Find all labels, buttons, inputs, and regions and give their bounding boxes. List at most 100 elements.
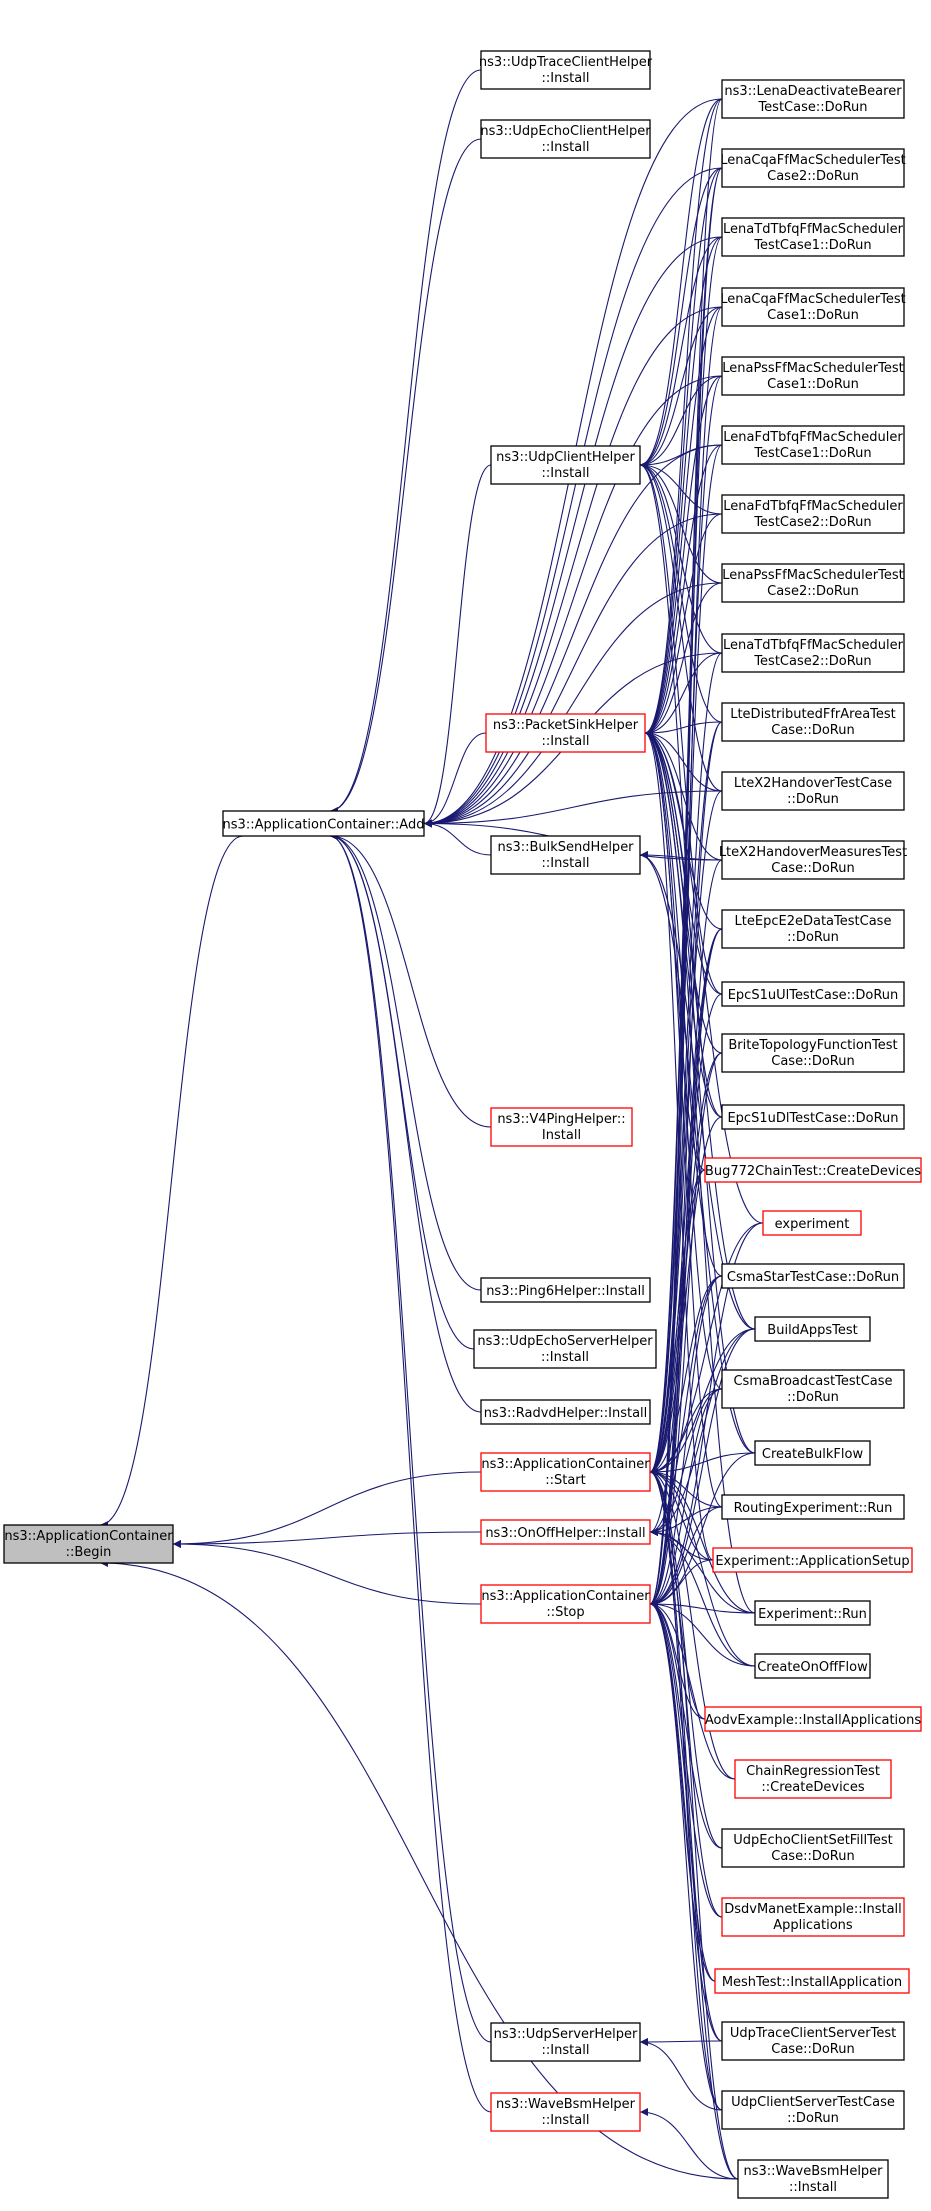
node-box	[721, 1263, 905, 1289]
node-udpserver[interactable]: ns3::UdpServerHelper::Install	[490, 2022, 641, 2062]
node-r_bug772[interactable]: Bug772ChainTest::CreateDevices	[704, 1157, 922, 1183]
edge-r_csmabcast-to-onoff	[649, 1388, 723, 1536]
node-box	[721, 2021, 905, 2061]
edge-wavebsm-to-add	[329, 832, 492, 2113]
edge-r_udpechofill-to-start	[649, 1468, 723, 1849]
node-box	[721, 494, 905, 534]
node-label-line: ns3::RadvdHelper::Install	[484, 1406, 648, 1421]
node-r_exprun[interactable]: Experiment::Run	[754, 1600, 871, 1626]
node-box	[754, 1600, 871, 1626]
node-box	[721, 1897, 905, 1937]
node-box	[480, 1584, 651, 1624]
node-r_createbulk[interactable]: CreateBulkFlow	[754, 1440, 871, 1466]
node-label-line: ::DoRun	[787, 2111, 839, 2126]
node-r_csmastar[interactable]: CsmaStarTestCase::DoRun	[721, 1263, 905, 1289]
node-box	[485, 713, 646, 753]
node-r_routingexp[interactable]: RoutingExperiment::Run	[721, 1494, 905, 1520]
node-start[interactable]: ns3::ApplicationContainer::Start	[480, 1452, 651, 1492]
edge-r_pss1-to-packetsink	[644, 375, 723, 737]
node-r_csmabcast[interactable]: CsmaBroadcastTestCase::DoRun	[721, 1369, 905, 1409]
node-box	[721, 356, 905, 396]
node-label-line: CsmaBroadcastTestCase	[733, 1374, 892, 1389]
node-r_mesh[interactable]: MeshTest::InstallApplication	[714, 1968, 910, 1994]
edge-r_udpcs-to-stop	[649, 1600, 723, 2111]
node-r_dsdv[interactable]: DsdvManetExample::InstallApplications	[721, 1897, 905, 1937]
node-add[interactable]: ns3::ApplicationContainer::Add	[222, 810, 425, 837]
node-r_epcs1ul[interactable]: EpcS1uUlTestCase::DoRun	[721, 981, 905, 1007]
node-label-line: BuildAppsTest	[767, 1323, 857, 1338]
node-udptrace[interactable]: ns3::UdpTraceClientHelper::Install	[479, 50, 653, 90]
node-box	[721, 1104, 905, 1130]
node-label-line: ns3::Ping6Helper::Install	[486, 1284, 645, 1299]
node-label-line: ::Install	[542, 734, 590, 749]
node-v4ping[interactable]: ns3::V4PingHelper::Install	[490, 1107, 633, 1147]
node-r_createonoff[interactable]: CreateOnOffFlow	[754, 1653, 871, 1679]
edge-r_csmastar-to-onoff	[649, 1275, 723, 1536]
edge-r_wavebsm2-to-wavebsm	[639, 2108, 739, 2180]
node-label-line: ns3::ApplicationContainer::Add	[223, 818, 425, 833]
edge-r_ltex2ho-to-add	[423, 790, 723, 828]
edge-udpclient-to-add	[423, 464, 492, 828]
node-label-line: ns3::OnOffHelper::Install	[485, 1526, 645, 1541]
node-onoff[interactable]: ns3::OnOffHelper::Install	[480, 1519, 651, 1545]
node-r_experiment[interactable]: experiment	[762, 1210, 862, 1236]
node-bulksend[interactable]: ns3::BulkSendHelper::Install	[490, 835, 641, 875]
edge-r_createonoff-to-stop	[649, 1600, 756, 1667]
node-udpechoclient[interactable]: ns3::UdpEchoClientHelper::Install	[480, 119, 651, 159]
node-r_expappsetup[interactable]: Experiment::ApplicationSetup	[712, 1547, 913, 1573]
node-radvd[interactable]: ns3::RadvdHelper::Install	[480, 1399, 651, 1425]
edge-r_createbulk-to-start	[649, 1452, 756, 1476]
node-r_wavebsm2[interactable]: ns3::WaveBsmHelper::Install	[737, 2159, 889, 2199]
edge-r_ltedist-to-stop	[649, 721, 723, 1608]
node-stop[interactable]: ns3::ApplicationContainer::Stop	[480, 1584, 651, 1624]
node-label-line: CreateOnOffFlow	[757, 1660, 868, 1675]
edge-r_ltedist-to-packetsink	[644, 721, 723, 737]
node-label-line: Case2::DoRun	[767, 169, 859, 184]
node-label-line: TestCase1::DoRun	[753, 238, 871, 253]
node-label-line: ::Install	[542, 2113, 590, 2128]
node-label-line: ::Install	[542, 140, 590, 155]
node-ping6[interactable]: ns3::Ping6Helper::Install	[480, 1277, 651, 1303]
node-label-line: ns3::LenaDeactivateBearer	[724, 84, 902, 99]
edge-r_pss2-to-udpclient	[639, 461, 723, 584]
node-r_buildapps[interactable]: BuildAppsTest	[754, 1316, 871, 1342]
node-label-line: Install	[542, 1128, 581, 1143]
node-r_aodv[interactable]: AodvExample::InstallApplications	[704, 1706, 922, 1732]
node-label-line: Case1::DoRun	[767, 308, 859, 323]
node-box	[704, 1706, 922, 1732]
node-label-line: TestCase2::DoRun	[753, 654, 871, 669]
node-r_lteepc[interactable]: LteEpcE2eDataTestCase::DoRun	[721, 909, 905, 949]
node-label-line: ::Start	[545, 1473, 586, 1488]
node-packetsink[interactable]: ns3::PacketSinkHelper::Install	[485, 713, 646, 753]
node-begin[interactable]: ns3::ApplicationContainer::Begin	[3, 1524, 174, 1564]
node-box	[721, 702, 905, 742]
node-udpclient[interactable]: ns3::UdpClientHelper::Install	[490, 445, 641, 485]
node-udpechoserver[interactable]: ns3::UdpEchoServerHelper::Install	[473, 1329, 657, 1369]
node-r_chainreg[interactable]: ChainRegressionTest::CreateDevices	[734, 1759, 892, 1799]
node-wavebsm[interactable]: ns3::WaveBsmHelper::Install	[490, 2092, 641, 2132]
node-label-line: ::Begin	[66, 1545, 112, 1560]
node-r_ltex2ho[interactable]: LteX2HandoverTestCase::DoRun	[721, 771, 905, 811]
edge-r_tdtbfq1-to-packetsink	[644, 236, 723, 737]
edge-r_ltedist-to-start	[649, 721, 723, 1476]
node-box	[721, 1033, 905, 1073]
node-box	[734, 1759, 892, 1799]
node-r_udpcs[interactable]: UdpClientServerTestCase::DoRun	[721, 2090, 905, 2130]
edge-r_pss1-to-udpclient	[639, 375, 723, 469]
node-r_epcs1dl[interactable]: EpcS1uDlTestCase::DoRun	[721, 1104, 905, 1130]
